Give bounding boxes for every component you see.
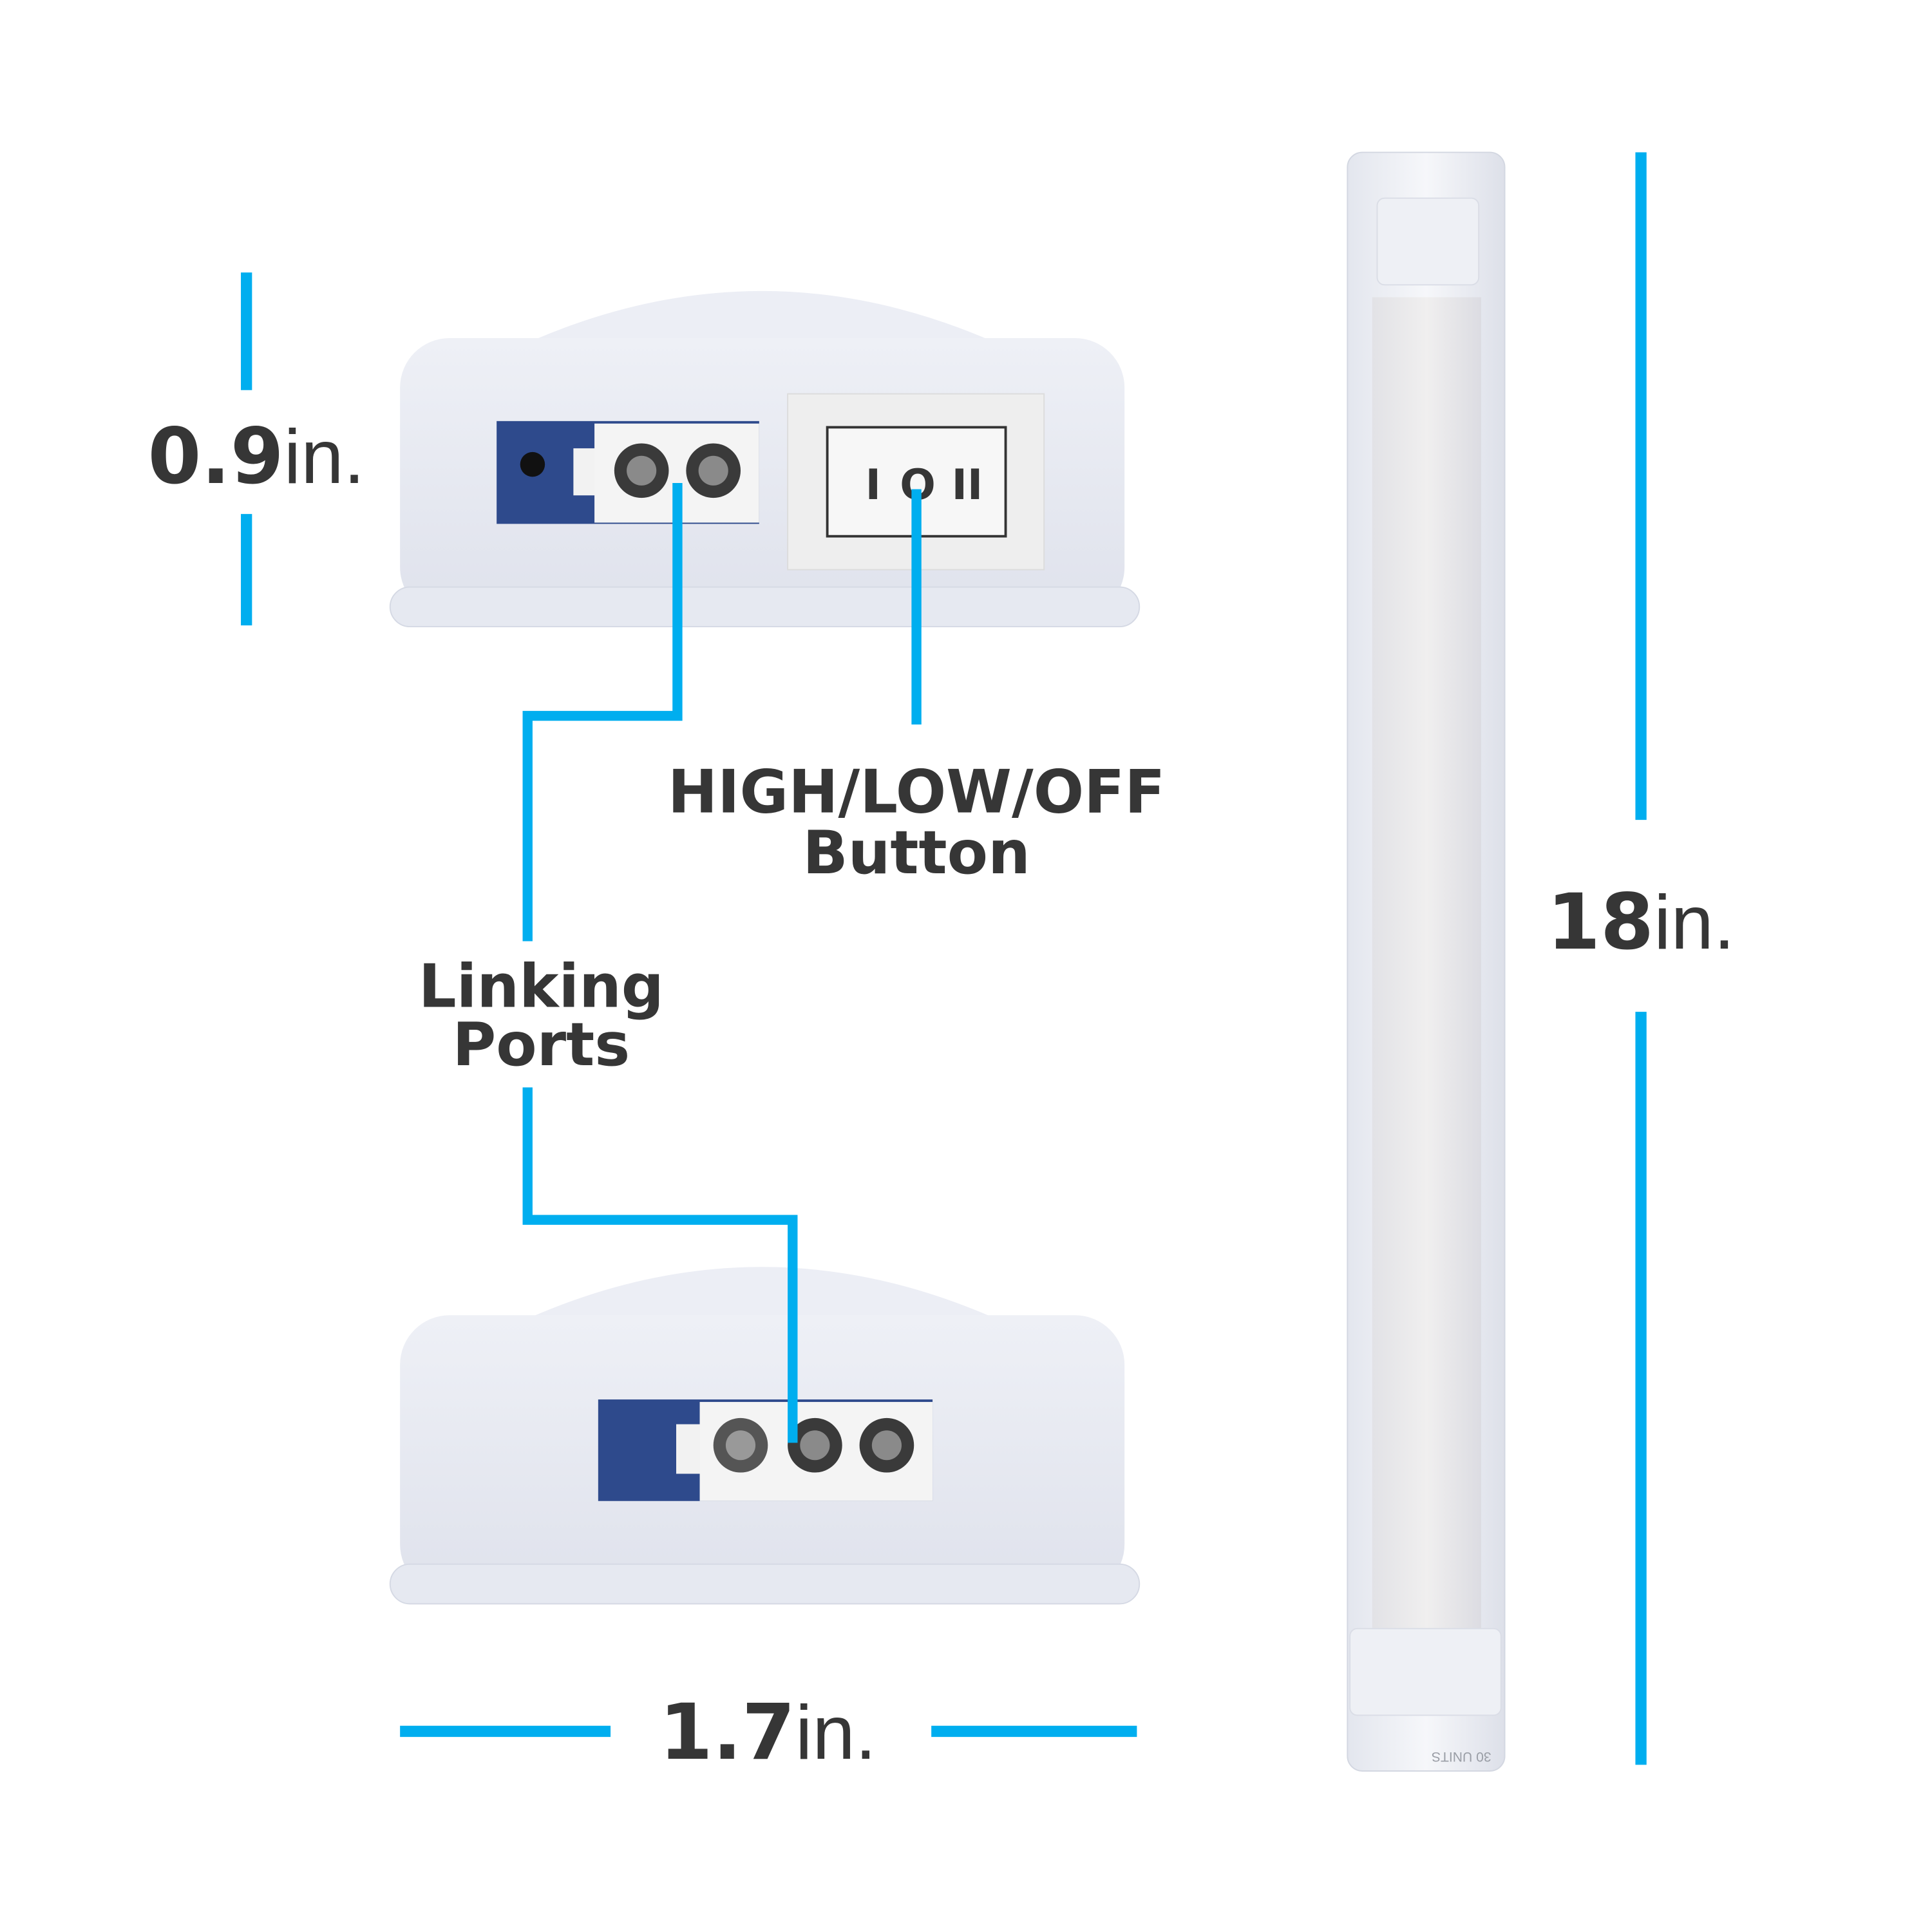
top-housing-end-cap: I O II: [389, 290, 1141, 628]
width-dimension-label: 1.7in.: [659, 1688, 876, 1777]
ports-callout-line-top: [522, 483, 683, 942]
switch-symbol-high-1: I: [866, 460, 881, 509]
ports-label-line1: Linking: [419, 951, 664, 1021]
ports-callout-line-bottom: [522, 1087, 798, 1443]
ports-label-line2: Ports: [453, 1010, 630, 1079]
linking-port-top: [497, 421, 759, 524]
dimension-lines: [241, 152, 1647, 1765]
length-dimension-label: 18in.: [1547, 878, 1735, 967]
callout-lines: [522, 483, 922, 1443]
switch-label-line1: HIGH/LOW/OFF: [668, 757, 1165, 827]
led-light-bar: 30 UNITS: [1347, 151, 1506, 1772]
bar-marking: 30 UNITS: [1432, 1749, 1492, 1764]
switch-symbol-high-2: II: [952, 460, 983, 509]
switch-label-line2: Button: [802, 818, 1030, 887]
linking-port-bottom: [598, 1399, 933, 1501]
bottom-housing-end-cap: [389, 1267, 1141, 1605]
height-dimension-label: 0.9in.: [148, 412, 365, 502]
